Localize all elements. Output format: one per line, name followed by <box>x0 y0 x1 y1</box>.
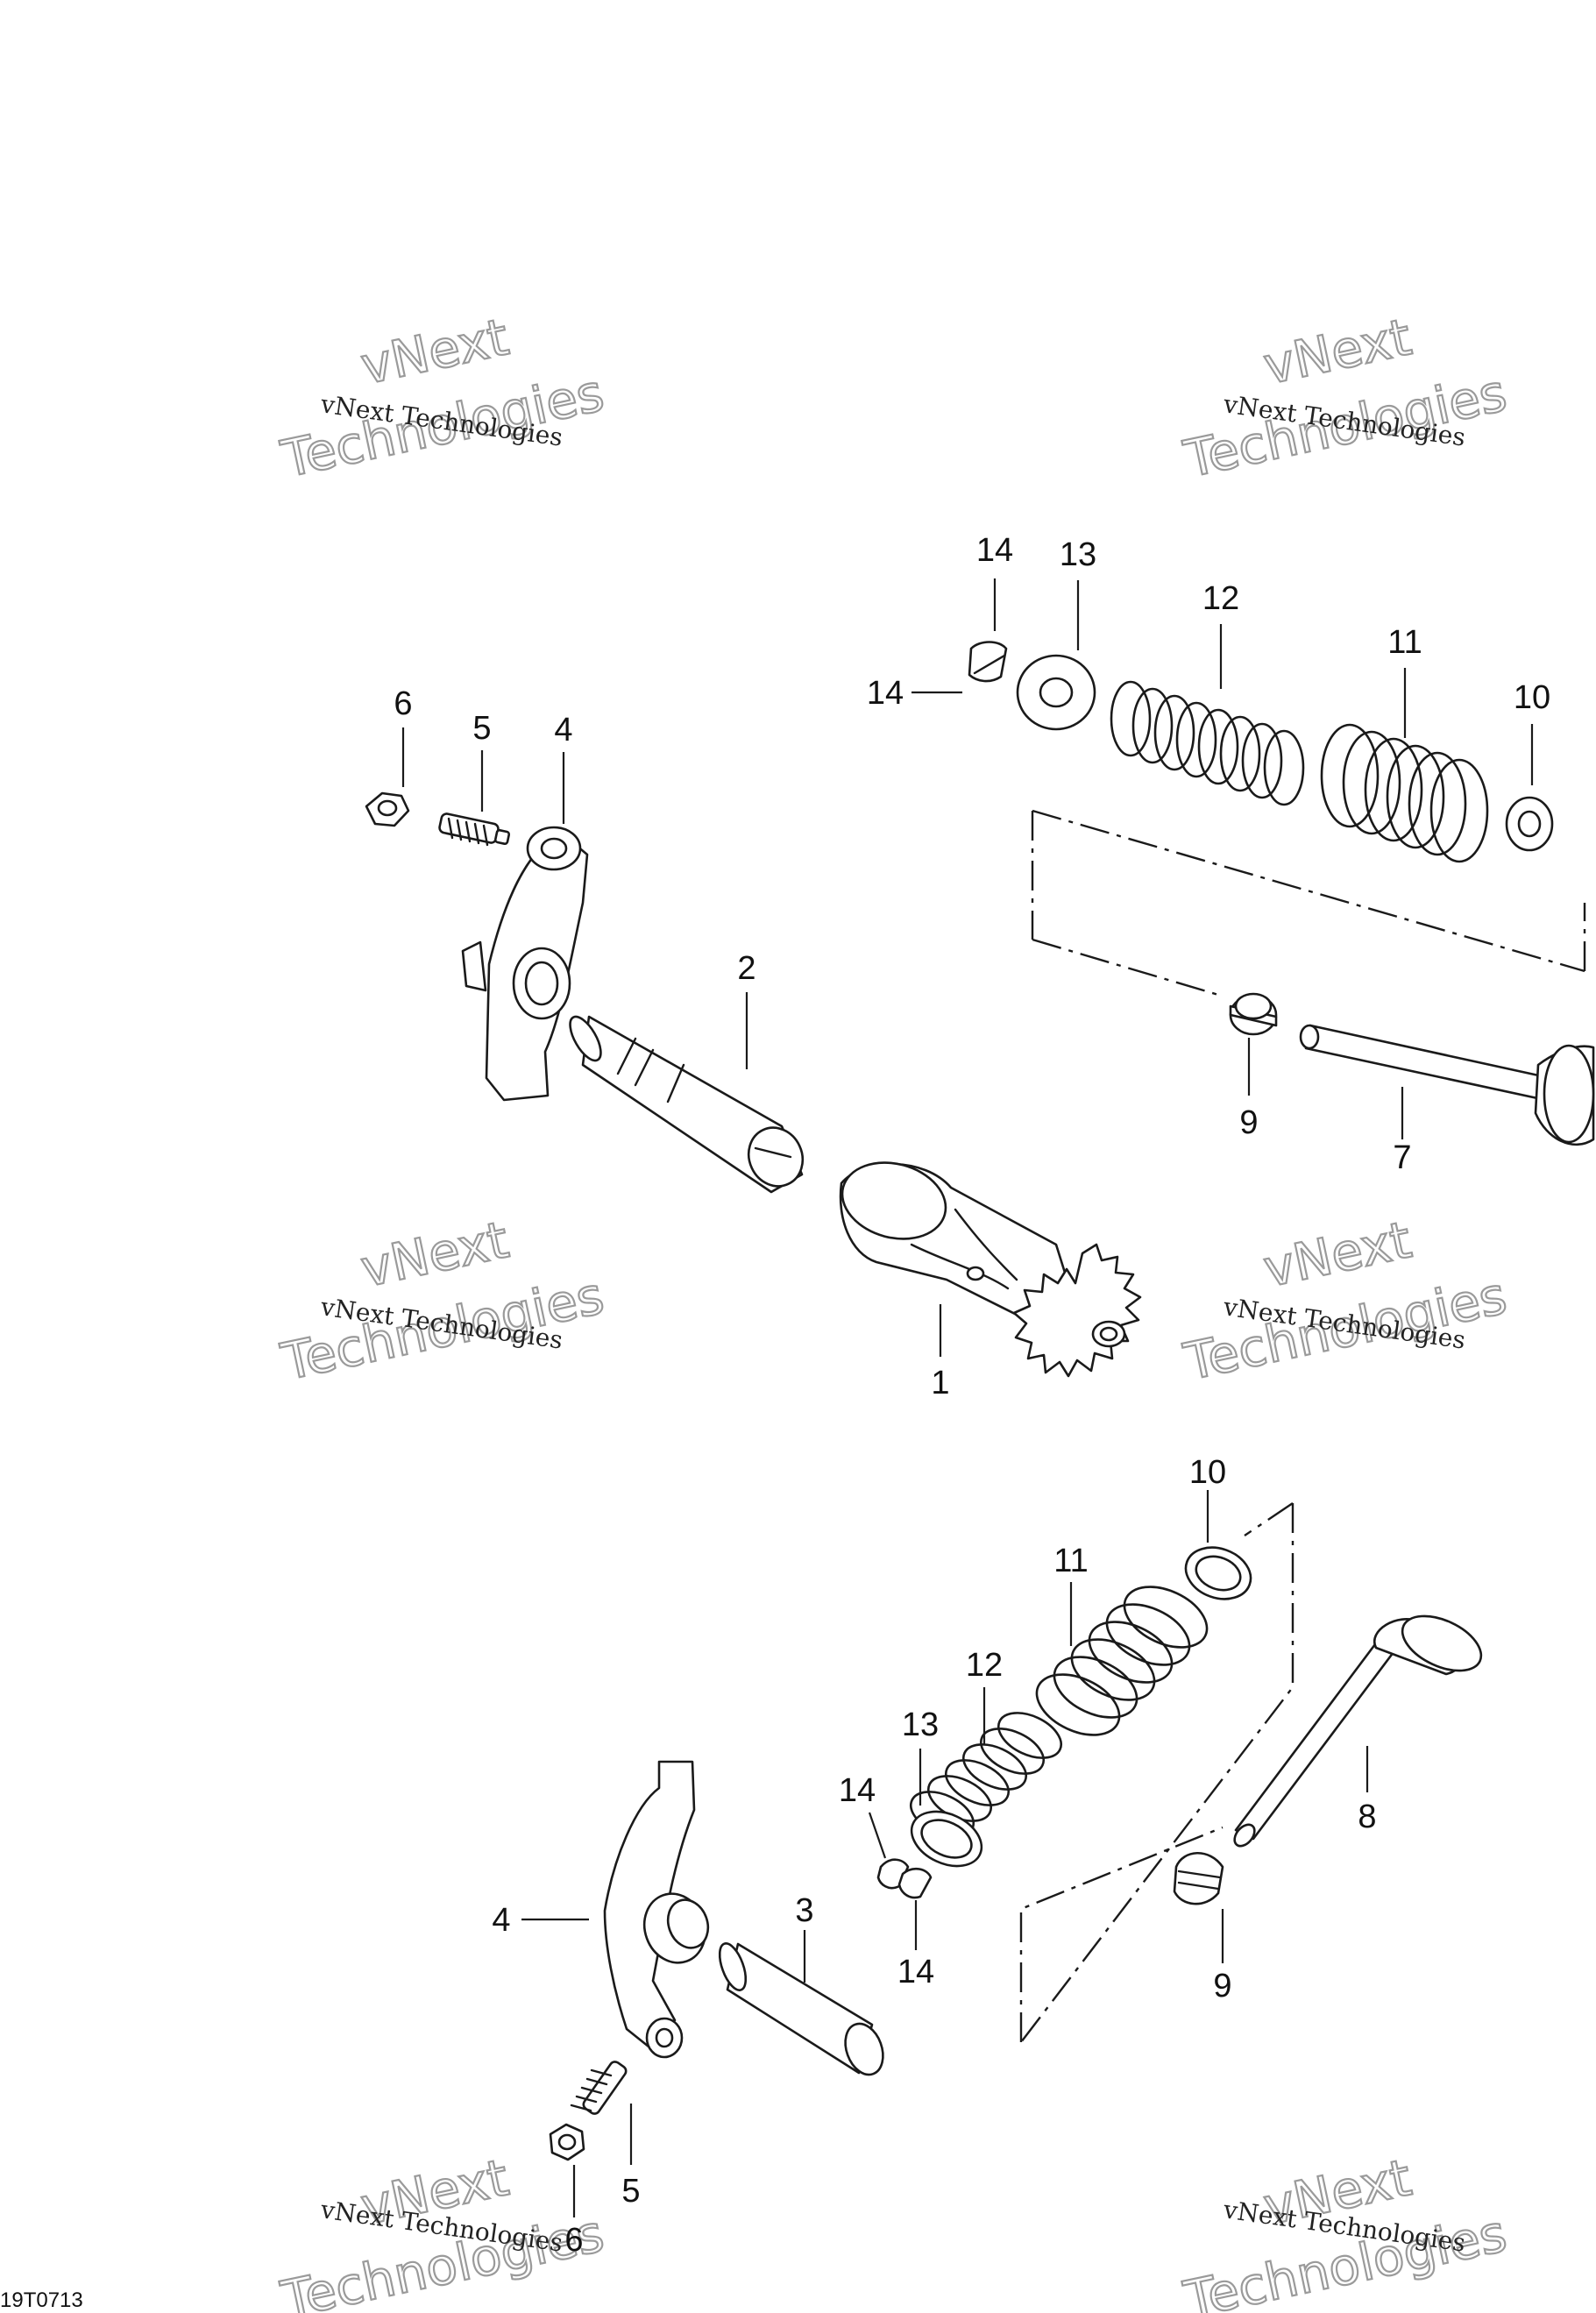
rocker-arm-upper <box>461 826 589 1102</box>
callout-12-lower: 12 <box>966 1647 1003 1684</box>
callout-1: 1 <box>931 1365 949 1401</box>
spring-seat-lower <box>1184 1546 1252 1600</box>
callout-8: 8 <box>1358 1799 1376 1835</box>
callout-14-lower-bottom: 14 <box>897 1954 934 1990</box>
callout-6-upper: 6 <box>394 685 412 722</box>
callout-9-lower: 9 <box>1213 1968 1231 2004</box>
nut-lower <box>549 2123 585 2161</box>
spring-seat-upper <box>1505 796 1554 852</box>
callout-14-top: 14 <box>976 532 1013 569</box>
exhaust-valve <box>1233 1614 1483 1848</box>
watermark-mid-left: vNext Technologies <box>275 1209 610 1393</box>
watermark-mid-right: vNext Technologies <box>1178 1209 1513 1393</box>
rocker-arm-shaft-upper <box>569 1015 805 1194</box>
drawing-reference-number: 19T0713 <box>0 2288 83 2312</box>
watermark-top-right: vNext Technologies <box>1178 306 1513 490</box>
nut-upper <box>365 791 410 827</box>
callout-5-upper: 5 <box>472 710 491 747</box>
callout-2: 2 <box>737 950 755 987</box>
outer-spring-lower <box>1035 1586 1209 1736</box>
outer-spring-upper <box>1320 723 1489 863</box>
rocker-arm-shaft-lower <box>718 1942 884 2076</box>
callout-6-lower: 6 <box>564 2222 583 2259</box>
callout-4-upper: 4 <box>554 712 572 749</box>
inner-spring-upper <box>1110 680 1305 806</box>
watermark-outline-top: vNext <box>356 1210 514 1299</box>
callout-11-lower: 11 <box>1053 1543 1088 1579</box>
callout-14-side: 14 <box>867 675 904 712</box>
callout-10-lower: 10 <box>1189 1454 1226 1491</box>
spring-retainer-lower <box>910 1810 983 1868</box>
adjuster-screw-lower <box>570 2061 628 2115</box>
callout-13-upper: 13 <box>1060 536 1096 573</box>
callout-9-upper: 9 <box>1239 1104 1258 1141</box>
callout-3: 3 <box>795 1892 813 1929</box>
watermark-outline-top: vNext <box>1259 1210 1416 1299</box>
callout-5-lower: 5 <box>621 2173 640 2210</box>
watermark-outline-top: vNext <box>1259 307 1416 396</box>
callout-12-upper: 12 <box>1202 580 1239 617</box>
valve-seal-upper <box>1229 992 1278 1036</box>
callout-11-upper: 11 <box>1387 624 1422 661</box>
watermark-top-left: vNext Technologies <box>275 306 610 490</box>
valve-cotter-lower <box>876 1858 933 1899</box>
valve-cotter-upper <box>968 641 1008 683</box>
watermark-outline-top: vNext <box>356 307 514 396</box>
callout-14-lower-top: 14 <box>839 1772 876 1809</box>
spring-retainer-upper <box>1016 654 1096 731</box>
callout-13-lower: 13 <box>902 1706 939 1743</box>
camshaft <box>839 1161 1142 1378</box>
adjuster-screw-upper <box>438 812 511 847</box>
intake-valve <box>1299 1024 1595 1146</box>
callout-10-upper: 10 <box>1514 679 1550 716</box>
valve-seal-lower <box>1173 1852 1224 1905</box>
callout-7: 7 <box>1393 1139 1411 1176</box>
rocker-arm-lower <box>603 1760 710 2059</box>
callout-4-lower: 4 <box>492 1902 510 1939</box>
